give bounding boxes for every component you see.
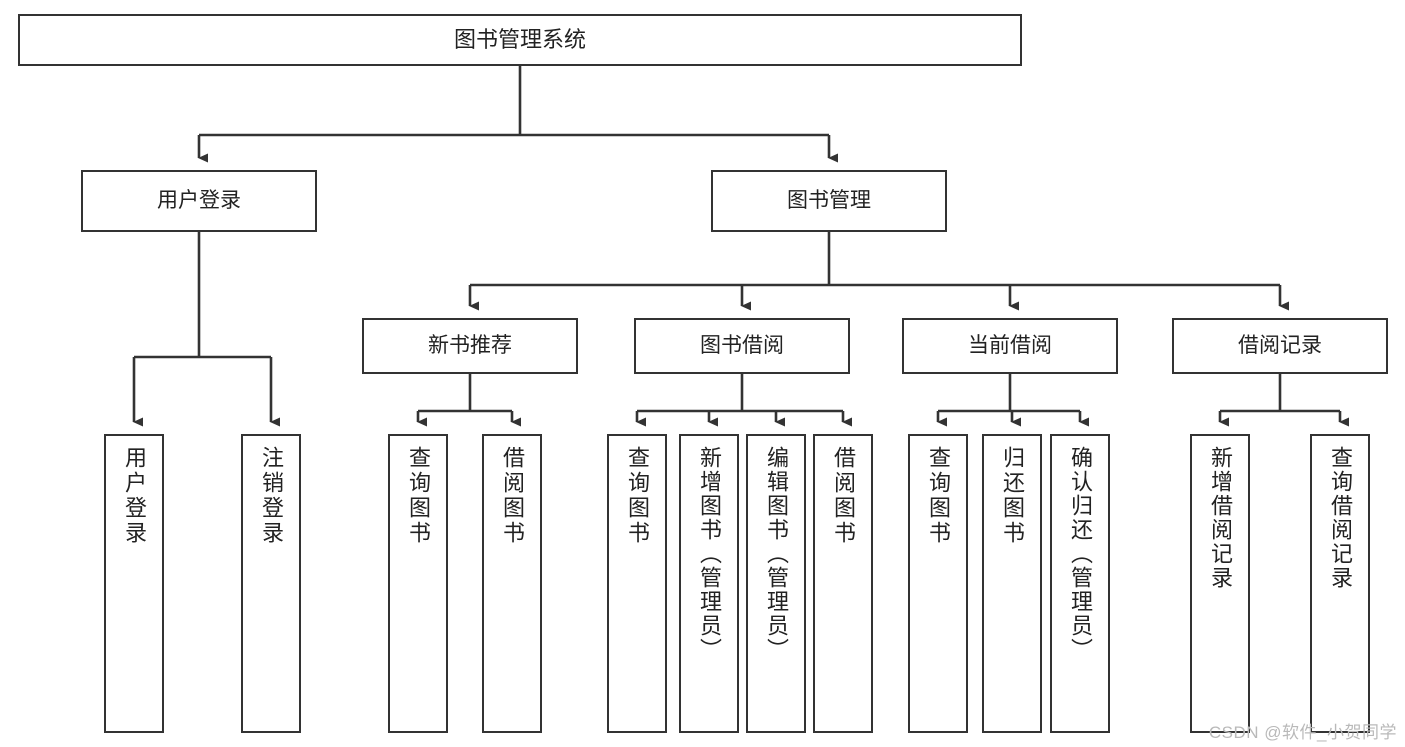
node-leaf_edit_book[interactable]: 编辑图书（管理员） xyxy=(746,434,806,733)
node-leaf_query_record[interactable]: 查询借阅记录 xyxy=(1310,434,1370,733)
node-label-new_book_rec: 新书推荐 xyxy=(428,333,512,357)
node-label-leaf_add_book: 新增图书（管理员） xyxy=(697,446,722,662)
node-label-user_login: 用户登录 xyxy=(157,188,241,212)
node-leaf_return_book[interactable]: 归还图书 xyxy=(982,434,1042,733)
node-label-leaf_query_book_1: 查询图书 xyxy=(406,446,431,546)
node-leaf_user_login[interactable]: 用户登录 xyxy=(104,434,164,733)
node-current_borrow[interactable]: 当前借阅 xyxy=(902,318,1118,374)
node-leaf_confirm_ret[interactable]: 确认归还（管理员） xyxy=(1050,434,1110,733)
node-leaf_query_book_3[interactable]: 查询图书 xyxy=(908,434,968,733)
node-borrow_record[interactable]: 借阅记录 xyxy=(1172,318,1388,374)
node-leaf_borrow_book_1[interactable]: 借阅图书 xyxy=(482,434,542,733)
node-label-leaf_user_login: 用户登录 xyxy=(122,446,147,546)
node-leaf_logout[interactable]: 注销登录 xyxy=(241,434,301,733)
node-label-leaf_borrow_book_1: 借阅图书 xyxy=(500,446,525,546)
node-label-leaf_edit_book: 编辑图书（管理员） xyxy=(764,446,789,662)
node-label-book_manage: 图书管理 xyxy=(787,188,871,212)
node-label-leaf_borrow_book_2: 借阅图书 xyxy=(831,446,856,546)
node-book_manage[interactable]: 图书管理 xyxy=(711,170,947,232)
node-label-book_borrow: 图书借阅 xyxy=(700,333,784,357)
node-leaf_borrow_book_2[interactable]: 借阅图书 xyxy=(813,434,873,733)
node-label-borrow_record: 借阅记录 xyxy=(1238,333,1322,357)
node-label-leaf_confirm_ret: 确认归还（管理员） xyxy=(1068,446,1093,662)
node-label-current_borrow: 当前借阅 xyxy=(968,333,1052,357)
node-new_book_rec[interactable]: 新书推荐 xyxy=(362,318,578,374)
node-label-leaf_query_record: 查询借阅记录 xyxy=(1328,446,1353,590)
node-leaf_query_book_2[interactable]: 查询图书 xyxy=(607,434,667,733)
csdn-watermark: CSDN @软件_小贺同学 xyxy=(1208,723,1397,742)
node-label-leaf_query_book_2: 查询图书 xyxy=(625,446,650,546)
node-label-leaf_query_book_3: 查询图书 xyxy=(926,446,951,546)
node-label-root: 图书管理系统 xyxy=(453,27,586,53)
node-label-leaf_return_book: 归还图书 xyxy=(1000,446,1025,546)
node-leaf_add_record[interactable]: 新增借阅记录 xyxy=(1190,434,1250,733)
node-leaf_query_book_1[interactable]: 查询图书 xyxy=(388,434,448,733)
node-root[interactable]: 图书管理系统 xyxy=(18,14,1022,66)
node-user_login[interactable]: 用户登录 xyxy=(81,170,317,232)
node-book_borrow[interactable]: 图书借阅 xyxy=(634,318,850,374)
node-label-leaf_add_record: 新增借阅记录 xyxy=(1208,446,1233,590)
node-label-leaf_logout: 注销登录 xyxy=(259,446,284,546)
node-leaf_add_book[interactable]: 新增图书（管理员） xyxy=(679,434,739,733)
